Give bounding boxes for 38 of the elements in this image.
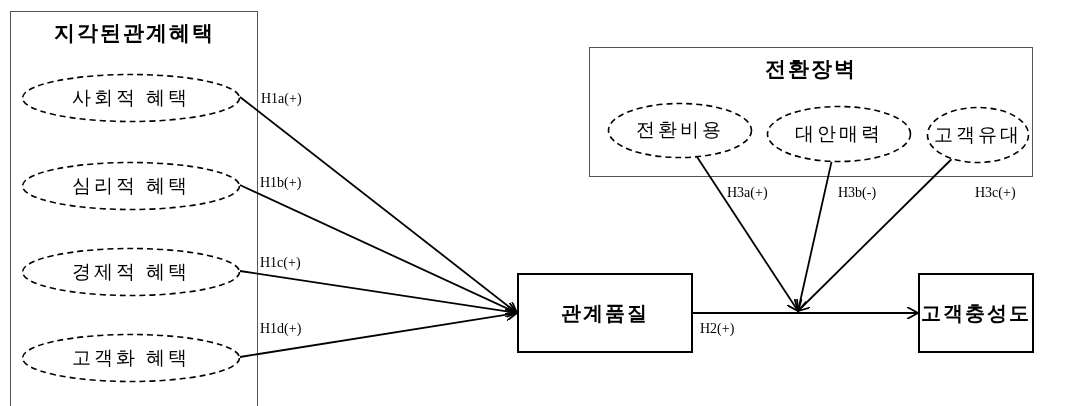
construct-label: 대안매력 [795, 121, 883, 146]
arrow [797, 158, 953, 312]
construct-ellipse [21, 73, 241, 123]
edge-label: H3a(+) [727, 186, 768, 200]
edge-label: H1a(+) [261, 92, 302, 106]
edge-label: H1d(+) [260, 322, 302, 336]
construct-label: 관계품질 [561, 301, 649, 326]
arrow [696, 156, 799, 312]
construct-label: 경제적 혜택 [72, 259, 190, 284]
group-heading: 전환장벽 [764, 56, 858, 83]
arrow [793, 161, 833, 312]
arrow [239, 96, 518, 314]
edge-label: H1b(+) [260, 176, 302, 190]
group-box [10, 11, 258, 406]
construct-label: 사회적 혜택 [72, 85, 190, 110]
group-heading: 지각된관계혜택 [52, 20, 216, 47]
construct-box [918, 273, 1034, 353]
construct-label: 고객화 혜택 [72, 345, 190, 370]
construct-ellipse [21, 247, 241, 297]
arrow [239, 184, 518, 315]
construct-ellipse [926, 106, 1030, 164]
construct-label: 전환비용 [636, 118, 724, 143]
arrow [239, 270, 518, 319]
edge-label: H3b(-) [838, 186, 877, 200]
construct-ellipse [607, 102, 753, 159]
construct-ellipse [766, 105, 912, 163]
construct-ellipse [21, 161, 241, 211]
edge-label: H3c(+) [975, 186, 1016, 200]
arrow [692, 306, 919, 320]
construct-ellipse [21, 333, 241, 383]
edge-label: H1c(+) [260, 256, 301, 270]
arrow [239, 307, 518, 358]
edge-label: H2(+) [700, 322, 735, 336]
construct-label: 심리적 혜택 [72, 173, 190, 198]
construct-label: 고객충성도 [921, 301, 1031, 326]
construct-label: 고객유대 [934, 122, 1022, 147]
construct-box [517, 273, 693, 353]
group-box [589, 47, 1033, 177]
